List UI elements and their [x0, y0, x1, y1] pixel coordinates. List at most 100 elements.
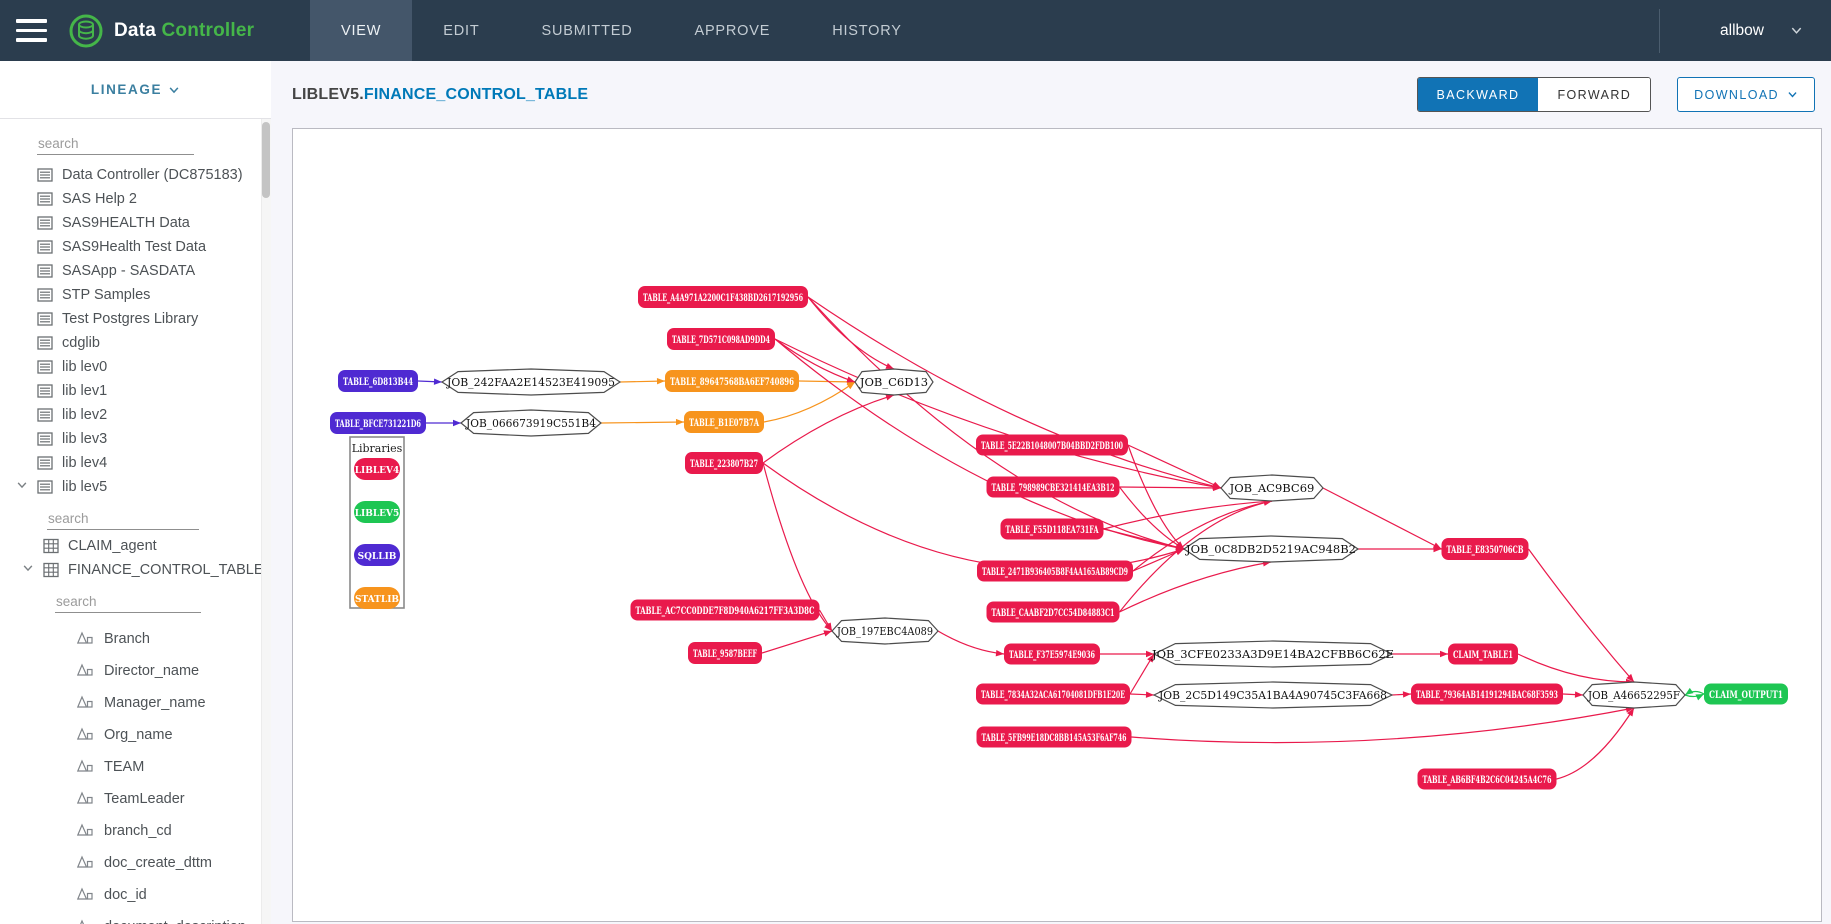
legend-pill-liblev4: [354, 458, 400, 480]
tab-history[interactable]: HISTORY: [832, 22, 902, 39]
sidebar-library-lib-lev3[interactable]: lib lev3: [0, 427, 271, 451]
node-table_caabf2d7cc54d84883c1[interactable]: TABLE_CAABF2D7CC54D84883C1: [986, 601, 1120, 623]
node-table_e8350706cb[interactable]: TABLE_E8350706CB: [1441, 538, 1529, 560]
sidebar-library-test-postgres-library[interactable]: Test Postgres Library: [0, 307, 271, 331]
node-table_a4a971a2200c1f438bd2617192956[interactable]: TABLE_A4A971A2200C1F438BD2617192956: [638, 286, 808, 308]
edge-arrowhead: [995, 649, 1004, 657]
node-table_ab6bf4b2c6c04245a4c76[interactable]: TABLE_AB6BF4B2C6C04245A4C76: [1417, 768, 1557, 790]
download-button[interactable]: DOWNLOAD: [1677, 77, 1815, 112]
node-table_5e22b1048007b04bbd2fdb100[interactable]: TABLE_5E22B1048007B04BBD2FDB100: [976, 434, 1128, 456]
sidebar-table-claim-agent[interactable]: CLAIM_agent: [0, 534, 271, 558]
sidebar-library-cdglib[interactable]: cdglib: [0, 331, 271, 355]
forward-button[interactable]: FORWARD: [1538, 78, 1651, 111]
edge-arrowhead: [1695, 694, 1704, 701]
node-table_ac7cc0dde7f8d940a6217ff3a3d8c[interactable]: TABLE_AC7CC0DDE7F8D940A6217FF3A3D8C: [630, 599, 820, 621]
sidebar-library-data-controller-dc875183[interactable]: Data Controller (DC875183): [0, 163, 271, 187]
legend-pill-label: LIBLEV4: [355, 466, 400, 476]
node-job_3cfe0233a3d9e14ba2cfbb6c62e[interactable]: JOB_3CFE0233A3D9E14BA2CFBB6C62E: [1151, 640, 1394, 668]
search-input[interactable]: [47, 508, 199, 530]
sidebar-scrollbar[interactable]: [261, 119, 271, 924]
sidebar-column-teamleader[interactable]: TeamLeader: [0, 783, 271, 815]
node-label: JOB_3CFE0233A3D9E14BA2CFBB6C62E: [1151, 647, 1394, 661]
node-table_7834a32aca61704081dfb1e20e[interactable]: TABLE_7834A32ACA61704081DFB1E20E: [976, 683, 1130, 705]
chevron-down-icon: [169, 86, 179, 93]
table-name-link[interactable]: FINANCE_CONTROL_TABLE: [363, 85, 589, 103]
node-table_223807b27[interactable]: TABLE_223807B27: [685, 452, 763, 474]
node-table_bfce731221d6[interactable]: TABLE_BFCE731221D6: [330, 412, 426, 434]
tab-approve[interactable]: APPROVE: [694, 22, 771, 39]
node-job_0c8db2d5219ac948b2[interactable]: JOB_0C8DB2D5219AC948B2: [1182, 535, 1360, 563]
sidebar-library-lib-lev0[interactable]: lib lev0: [0, 355, 271, 379]
node-claim_output1[interactable]: CLAIM_OUTPUT1: [1704, 683, 1788, 705]
node-job_242faa2e14523e419095[interactable]: JOB_242FAA2E14523E419095: [440, 368, 622, 396]
node-job_066673919c551b4[interactable]: JOB_066673919C551B4: [460, 409, 602, 437]
sidebar-column-manager-name[interactable]: Manager_name: [0, 687, 271, 719]
node-table_79364ab14191294bac68f3593[interactable]: TABLE_79364AB14191294BAC68F3593: [1411, 683, 1563, 705]
sidebar-column-doc-id[interactable]: doc_id: [0, 879, 271, 911]
tree-item-label: SASApp - SASDATA: [62, 263, 196, 279]
edge-arrowhead: [1433, 545, 1442, 553]
node-table_7d571c098ad9dd4[interactable]: TABLE_7D571C098AD9DD4: [667, 328, 775, 350]
sidebar-column-branch-cd[interactable]: branch_cd: [0, 815, 271, 847]
chevron-down-icon[interactable]: [1790, 24, 1803, 37]
tab-view[interactable]: VIEW: [310, 0, 413, 61]
sidebar-library-sas9health-test-data[interactable]: SAS9Health Test Data: [0, 235, 271, 259]
tree-item-label: lib lev4: [62, 455, 108, 471]
node-table_9587beef[interactable]: TABLE_9587BEEF: [688, 642, 762, 664]
sidebar-library-sasapp-sasdata[interactable]: SASApp - SASDATA: [0, 259, 271, 283]
chevron-down-icon[interactable]: [22, 562, 34, 578]
sidebar-column-document-description[interactable]: document_description: [0, 911, 271, 924]
sidebar-column-org-name[interactable]: Org_name: [0, 719, 271, 751]
table-shape: [976, 726, 1132, 748]
node-job_ac9bc69[interactable]: JOB_AC9BC69: [1220, 474, 1324, 502]
node-table_6d813b44[interactable]: TABLE_6D813B44: [338, 370, 418, 392]
node-table_f37e5974e9036[interactable]: TABLE_F37E5974E9036: [1004, 643, 1100, 665]
character-column-icon: [76, 790, 94, 808]
character-column-icon: [76, 758, 94, 776]
sidebar-library-sas9health-data[interactable]: SAS9HEALTH Data: [0, 211, 271, 235]
edge-arrowhead: [675, 418, 684, 426]
node-table_89647568ba6ef740896[interactable]: TABLE_89647568BA6EF740896: [665, 370, 799, 392]
sidebar-library-lib-lev4[interactable]: lib lev4: [0, 451, 271, 475]
node-table_f55d118ea731fa[interactable]: TABLE_F55D118EA731FA: [1000, 518, 1104, 540]
backward-button[interactable]: BACKWARD: [1417, 78, 1539, 111]
search-input[interactable]: [55, 591, 201, 613]
lineage-edge: [1119, 500, 1273, 613]
node-table_2471b936405b8f4aa165ab89cd9[interactable]: TABLE_2471B936405B8F4AA165AB89CD9: [977, 560, 1133, 582]
tab-submitted[interactable]: SUBMITTED: [541, 22, 633, 39]
sidebar-library-lib-lev5[interactable]: lib lev5: [0, 475, 271, 499]
node-label: TABLE_CAABF2D7CC54D84883C1: [992, 607, 1115, 620]
sidebar-column-doc-create-dttm[interactable]: doc_create_dttm: [0, 847, 271, 879]
node-label: TABLE_5FB99E18DC8BB145A53F6AF746: [982, 732, 1127, 745]
sidebar-library-lib-lev1[interactable]: lib lev1: [0, 379, 271, 403]
sidebar-library-stp-samples[interactable]: STP Samples: [0, 283, 271, 307]
search-input[interactable]: [37, 133, 194, 155]
sidebar-column-team[interactable]: TEAM: [0, 751, 271, 783]
node-job_197ebc4a089[interactable]: JOB_197EBC4A089: [831, 617, 939, 645]
edge-arrowhead: [1145, 691, 1154, 698]
menu-icon[interactable]: [0, 0, 62, 61]
username[interactable]: allbow: [1720, 21, 1764, 39]
sidebar-table-finance-control-table[interactable]: FINANCE_CONTROL_TABLE: [0, 558, 271, 582]
node-job_a46652295f[interactable]: JOB_A46652295F: [1582, 681, 1686, 709]
sidebar-library-lib-lev2[interactable]: lib lev2: [0, 403, 271, 427]
sidebar-column-director-name[interactable]: Director_name: [0, 655, 271, 687]
chevron-down-icon[interactable]: [16, 479, 28, 495]
sidebar-library-sas-help-2[interactable]: SAS Help 2: [0, 187, 271, 211]
node-table_b1e07b7a[interactable]: TABLE_B1E07B7A: [684, 411, 764, 433]
node-job_c6d13[interactable]: JOB_C6D13: [854, 368, 934, 396]
lineage-dropdown[interactable]: LINEAGE: [0, 61, 271, 118]
node-table_798989cbe321414ea3b12[interactable]: TABLE_798989CBE321414EA3B12: [986, 476, 1120, 498]
node-table_5fb99e18dc8bb145a53f6af746[interactable]: TABLE_5FB99E18DC8BB145A53F6AF746: [976, 726, 1132, 748]
node-label: TABLE_2471B936405B8F4AA165AB89CD9: [982, 566, 1128, 579]
tree-item-label: branch_cd: [104, 823, 172, 839]
edge-arrowhead: [823, 630, 832, 637]
node-job_2c5d149c35a1ba4a90745c3fa668[interactable]: JOB_2C5D149C35A1BA4A90745C3FA668: [1152, 681, 1394, 709]
tab-edit[interactable]: EDIT: [443, 22, 480, 39]
table-shape: [1441, 538, 1529, 560]
sidebar-column-branch[interactable]: Branch: [0, 623, 271, 655]
legend-pill-liblev5: [354, 501, 400, 523]
node-claim_table1[interactable]: CLAIM_TABLE1: [1448, 643, 1518, 665]
scrollbar-thumb[interactable]: [262, 122, 270, 198]
